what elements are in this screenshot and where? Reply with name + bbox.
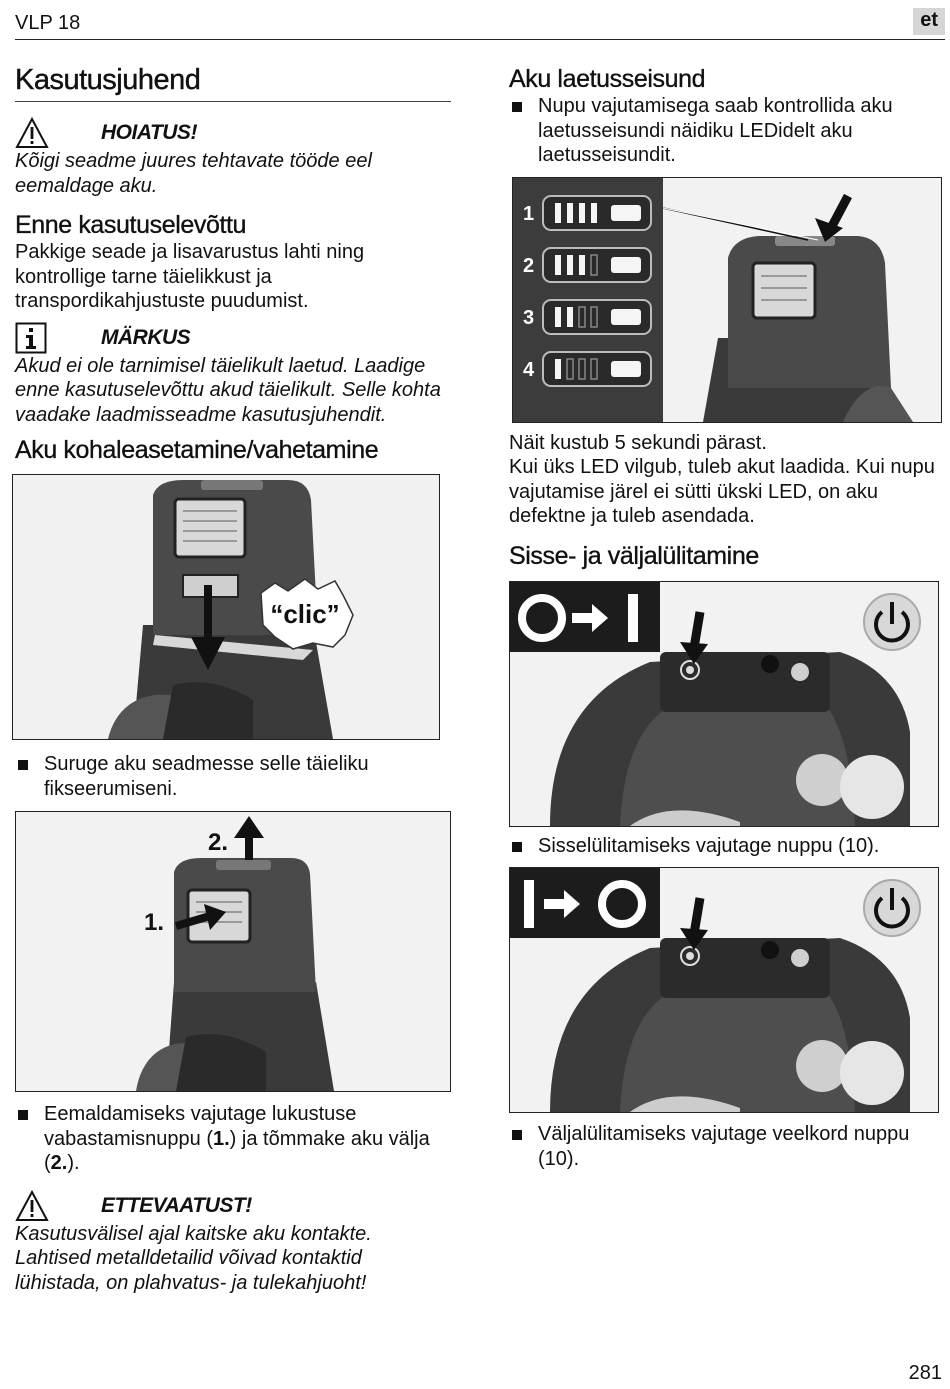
- page-header: VLP 18 et: [15, 8, 945, 40]
- bullet-square: [18, 760, 28, 770]
- before-use-text: Pakkige seade ja lisavarustus lahti ning…: [15, 241, 365, 312]
- model-name: VLP 18: [15, 12, 81, 34]
- switch-off-figure: [509, 867, 939, 1113]
- info-icon: [15, 322, 47, 353]
- remove-battery-bullet: Eemaldamiseks vajutage lukustuse vabasta…: [15, 1102, 451, 1176]
- remove-bullet-pre: Eemaldamiseks vajutage lukustuse vabasta…: [44, 1103, 357, 1150]
- switch-off-bullet-text: Väljalülitamiseks vajutage veelkord nupp…: [538, 1123, 910, 1170]
- warning-triangle-icon: [15, 117, 49, 148]
- warning-notice: HOIATUS! Kõigi seadme juures tehtavate t…: [15, 117, 451, 198]
- charge-level-figure: 1 2 3 4: [512, 176, 942, 423]
- caution-triangle-icon: [15, 1189, 49, 1221]
- bullet-square: [18, 1110, 28, 1120]
- switch-on-bullet: Sisselülitamiseks vajutage nuppu (10).: [509, 834, 941, 859]
- before-use-heading: Enne kasutuselevõttu: [15, 211, 247, 239]
- page-title: Kasutusjuhend: [15, 64, 451, 102]
- charge-after-2: Kui üks LED vilgub, tuleb akut laadida. …: [509, 456, 935, 527]
- page-number: 281: [908, 1362, 942, 1384]
- right-column: Aku laetusseisund Nupu vajutamisega saab…: [509, 64, 942, 1171]
- charge-level-2: 2: [523, 255, 534, 277]
- switch-on-illustration: [510, 581, 938, 826]
- switch-on-bullet-text: Sisselülitamiseks vajutage nuppu (10).: [538, 834, 880, 857]
- bullet-square: [512, 841, 522, 852]
- note-notice: MÄRKUS Akud ei ole tarnimisel täielikult…: [15, 322, 451, 428]
- bullet-square: [512, 1130, 522, 1140]
- switch-off-illustration: [510, 868, 938, 1112]
- remove-battery-illustration: 2. 1.: [16, 812, 450, 1091]
- insert-battery-illustration: “clic”: [13, 475, 439, 739]
- charge-after-1: Näit kustub 5 sekundi pärast.: [509, 431, 767, 454]
- warning-text: Kõigi seadme juures tehtavate tööde eel …: [15, 150, 372, 197]
- caution-title: ETTEVAATUST!: [101, 1193, 252, 1217]
- switch-off-bullet: Väljalülitamiseks vajutage veelkord nupp…: [509, 1122, 941, 1171]
- switch-on-figure: [509, 580, 939, 827]
- remove-bullet-n2: 2.: [50, 1152, 68, 1174]
- charge-level-illustration: 1 2 3 4: [513, 177, 941, 422]
- charge-level-3: 3: [523, 307, 534, 329]
- bullet-square: [512, 102, 522, 112]
- insert-battery-bullet: Suruge aku seadmesse selle täieliku fiks…: [15, 752, 451, 801]
- remove-bullet-post: ).: [67, 1152, 80, 1174]
- left-column: Kasutusjuhend HOIATUS! Kõigi seadme juur…: [12, 60, 451, 1296]
- note-text: Akud ei ole tarnimisel täielikult laetud…: [15, 354, 441, 426]
- insert-battery-bullet-text: Suruge aku seadmesse selle täieliku fiks…: [44, 753, 369, 800]
- switch-heading: Sisse- ja väljalülitamine: [509, 541, 760, 570]
- clic-label: “clic”: [270, 599, 339, 629]
- charge-level-1: 1: [523, 203, 534, 225]
- insert-battery-figure: “clic”: [12, 474, 440, 740]
- remove-battery-figure: 2. 1.: [15, 811, 451, 1092]
- note-title: MÄRKUS: [101, 325, 191, 349]
- charge-heading: Aku laetusseisund: [509, 65, 706, 93]
- step-1-label: 1.: [144, 909, 164, 936]
- caution-notice: ETTEVAATUST! Kasutusvälisel ajal kaitske…: [15, 1189, 451, 1296]
- charge-level-4: 4: [523, 359, 535, 381]
- remove-bullet-n1: 1.: [212, 1127, 230, 1150]
- warning-title: HOIATUS!: [101, 121, 197, 144]
- step-2-label: 2.: [208, 829, 228, 856]
- charge-bullet: Nupu vajutamisega saab kontrollida aku l…: [509, 94, 941, 168]
- remove-bullet-mid: ) ja tõmmake aku välja (: [44, 1127, 430, 1175]
- language-badge: et: [913, 8, 945, 35]
- insert-battery-heading: Aku kohaleasetamine/vahetamine: [15, 436, 379, 464]
- charge-bullet-text: Nupu vajutamisega saab kontrollida aku l…: [538, 95, 893, 166]
- caution-text: Kasutusvälisel ajal kaitske aku kontakte…: [15, 1222, 372, 1294]
